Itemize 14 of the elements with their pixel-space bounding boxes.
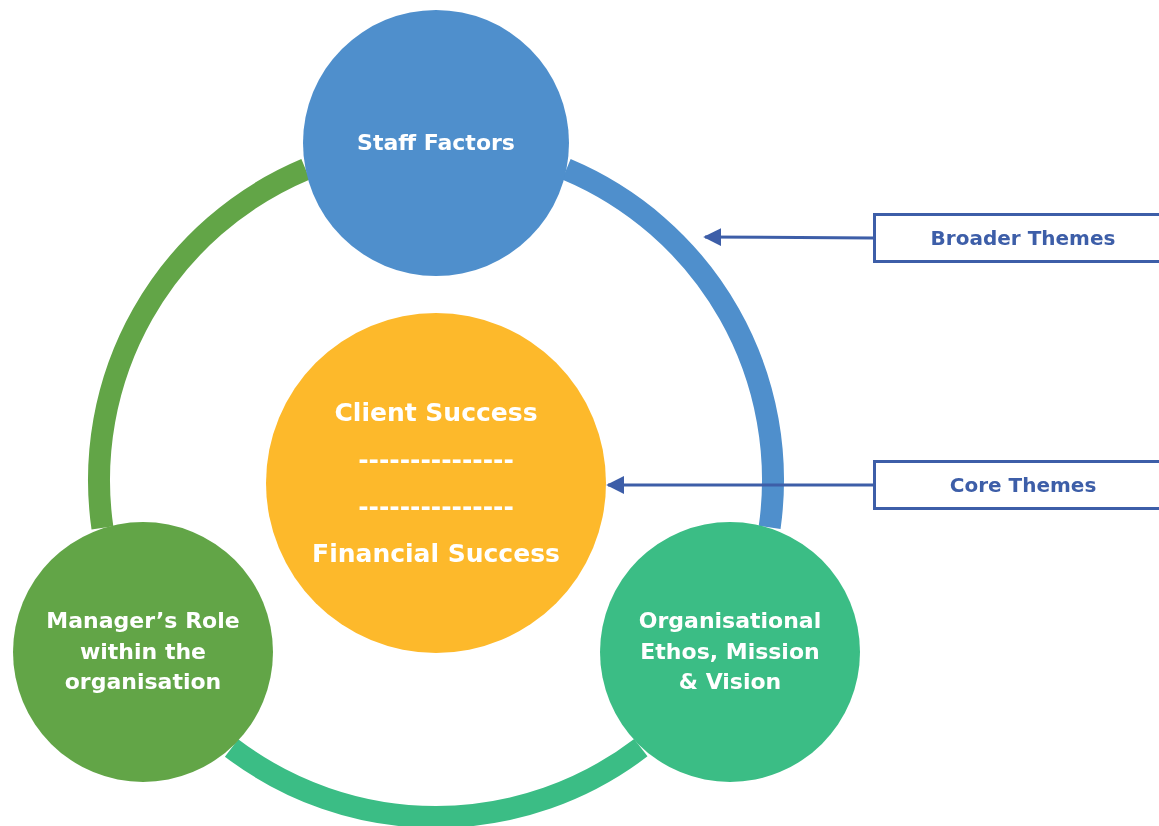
ring-arc <box>225 738 647 826</box>
circle-label: Staff Factors <box>357 128 515 157</box>
circle-label: Organisational Ethos, Mission & Vision <box>637 606 823 697</box>
arrow <box>703 228 873 247</box>
circle-label: Client Success <box>334 397 538 429</box>
circle-label: Financial Success <box>312 538 560 570</box>
divider-text: --------------- <box>358 491 514 523</box>
label-box <box>873 460 1159 510</box>
arrow <box>606 476 873 494</box>
divider-text: --------------- <box>358 444 514 476</box>
label-box <box>873 213 1159 263</box>
box-label: Core Themes <box>949 473 1097 497</box>
circle-label: Manager’s Role within the organisation <box>45 606 241 697</box>
box-label: Broader Themes <box>930 226 1116 250</box>
